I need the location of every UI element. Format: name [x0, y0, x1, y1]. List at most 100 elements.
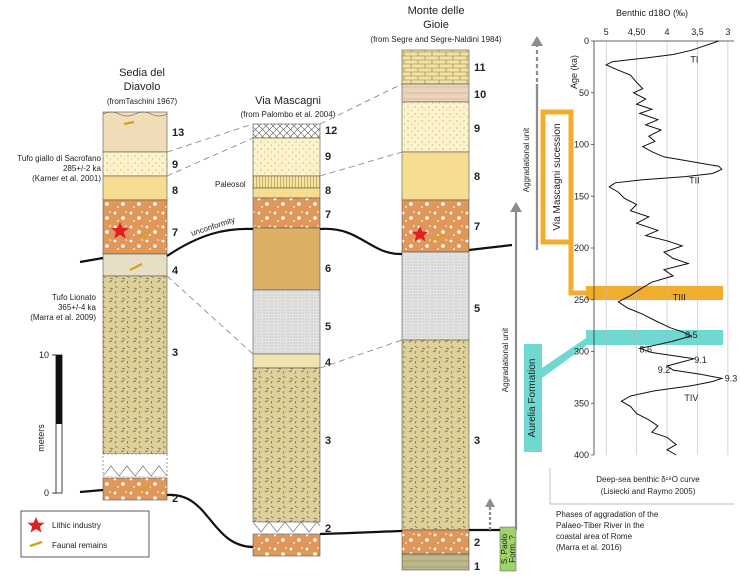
scale-bar: 10 0 meters: [36, 350, 63, 498]
chart-annotation-9-2: 9.2: [658, 365, 671, 375]
gioie-layer-2: [401, 529, 470, 555]
sedia-layer-9: [102, 151, 168, 177]
sedia-layer-label-3: 3: [172, 347, 178, 359]
gioie-layer-3: [401, 339, 470, 531]
sedia-layer-13: [102, 111, 168, 153]
paleosol-label: Paleosol: [215, 180, 246, 189]
mascagni-layer-label-5: 5: [325, 321, 331, 333]
phases-caption-line4: (Marra et al. 2016): [556, 543, 622, 552]
gioie-layer-label-5: 5: [474, 303, 480, 315]
gioie-layer-10: [401, 83, 470, 103]
tufo-giallo-label: Tufo giallo di Sacrofano: [17, 154, 101, 163]
via-mascagni-age-band: [586, 286, 723, 300]
chart-y-tick-label: 300: [574, 347, 589, 357]
legend-lithic-icon: [27, 517, 45, 533]
sedia-layer-8: [102, 175, 168, 201]
chart-annotation-9-1: 9.1: [694, 355, 707, 365]
mascagni-layer-2: [252, 533, 321, 557]
chart-y-tick-label: 100: [574, 140, 589, 150]
mascagni-layer-label-3: 3: [325, 435, 331, 447]
via-mascagni-unit-label: Via Mascagni sucession: [552, 123, 563, 230]
s-paolo-label-line1: S. Paolo: [500, 533, 509, 564]
tufo-giallo-ref: (Karner et al. 2001): [32, 174, 101, 183]
tufo-lionato-label: Tufo Lionato: [52, 293, 97, 302]
benthic-d18o-chart: Benthic d18O (‰) Age (ka) Deep-sea benth…: [549, 8, 738, 505]
chart-annotation-8-5: 8.5: [685, 330, 698, 340]
mascagni-title: Via Mascagni: [255, 95, 321, 107]
mascagni-layer-5: [252, 289, 321, 355]
mascagni-layer-label-6: 6: [325, 263, 331, 275]
gioie-layer-5: [401, 251, 470, 341]
s-paolo-label-line2: Form. ?: [508, 535, 517, 563]
sedia-lithic-industry-icon: [111, 222, 129, 239]
chart-caption-line2: (Lisiecki and Raymo 2005): [601, 487, 696, 496]
mascagni-layer-label-12: 12: [325, 125, 337, 137]
scale-bottom-label: 0: [44, 488, 49, 498]
gioie-layer-label-8: 8: [474, 171, 480, 183]
sedia-layer-label-7: 7: [172, 227, 178, 239]
legend-faunal-icon: [29, 540, 43, 548]
legend: Lithic industry Faunal remains: [20, 510, 150, 558]
chart-annotation-tii: TII: [689, 176, 700, 186]
sedia-source: (fromTaschini 1967): [107, 97, 178, 106]
chart-x-tick-label: 3: [725, 27, 730, 37]
chart-y-tick-label: 250: [574, 295, 589, 305]
aggradational-units: Aggradational unit Aggradational unit S.…: [485, 36, 723, 572]
upper-aggradational-unit-label: Aggradational unit: [522, 127, 531, 192]
chart-annotation-8-6: 8.6: [639, 344, 652, 354]
mascagni-layer-label-7: 7: [325, 209, 331, 221]
correlation-lines: [166, 83, 403, 369]
gioie-layer-label-11: 11: [474, 62, 486, 74]
gioie-title-line2: Gioie: [423, 19, 449, 31]
gioie-layer-label-2: 2: [474, 537, 480, 549]
gioie-source: (from Segre and Segre-Naldini 1984): [370, 35, 502, 44]
section-via-mascagni: Via Mascagni (from Palombo et al. 2004) …: [215, 95, 337, 557]
chart-title: Benthic d18O (‰): [616, 8, 688, 18]
mascagni-paleosol: [252, 175, 321, 189]
chart-x-tick-label: 3,5: [691, 27, 704, 37]
aurelia-age-band: [586, 330, 723, 345]
mascagni-source: (from Palombo et al. 2004): [241, 110, 336, 119]
sedia-layer-label-4: 4: [172, 265, 179, 277]
chart-y-tick-label: 150: [574, 191, 589, 201]
mascagni-layer-6: [252, 227, 321, 291]
lower-aggradational-unit-label: Aggradational unit: [501, 327, 510, 392]
phases-caption-line1: Phases of aggradation of the: [556, 510, 659, 519]
section-monte-delle-gioie: Monte delle Gioie (from Segre and Segre-…: [370, 5, 502, 573]
chart-y-tick-label: 350: [574, 398, 589, 408]
section-sedia-del-diavolo: Sedia del Diavolo (fromTaschini 1967) 13…: [17, 67, 184, 505]
mascagni-layer-4: [252, 353, 321, 369]
scale-top-label: 10: [39, 350, 49, 360]
mascagni-layer-label-4: 4: [325, 357, 332, 369]
gioie-layer-label-9: 9: [474, 123, 480, 135]
gioie-layer-label-1: 1: [474, 561, 480, 573]
sedia-layer-label-2: 2: [172, 493, 178, 505]
sedia-title-line2: Diavolo: [124, 81, 161, 93]
tufo-lionato-age: 365+/-4 ka: [58, 303, 97, 312]
chart-y-tick-label: 0: [584, 36, 589, 46]
gioie-layer-label-7: 7: [474, 221, 480, 233]
chart-annotation-9-3: 9.3: [725, 373, 738, 383]
chart-annotation-tiii: TIII: [673, 293, 686, 303]
legend-faunal-label: Faunal remains: [52, 541, 107, 550]
aurelia-formation-box: [524, 344, 542, 452]
gioie-layer-label-3: 3: [474, 435, 480, 447]
mascagni-layer-12: [252, 123, 321, 139]
chart-y-tick-label: 400: [574, 450, 589, 460]
tufo-giallo-age: 285+/-2 ka: [63, 164, 102, 173]
chart-annotation-tiv: TIV: [684, 393, 698, 403]
mascagni-layer-9: [252, 137, 321, 177]
mascagni-layer-label-9: 9: [325, 151, 331, 163]
gioie-layer-label-10: 10: [474, 89, 486, 101]
sedia-layer-label-8: 8: [172, 185, 178, 197]
sedia-layer-4: [102, 253, 168, 277]
chart-x-tick-label: 4: [665, 27, 670, 37]
mascagni-layer-label-8: 8: [325, 185, 331, 197]
chart-x-tick-label: 5: [604, 27, 609, 37]
mascagni-layer-label-2: 2: [325, 523, 331, 535]
gioie-lithic-industry-icon: [411, 226, 429, 242]
d18o-curve-line: [605, 40, 724, 456]
legend-lithic-label: Lithic industry: [52, 521, 101, 530]
gioie-layer-7: [401, 199, 470, 253]
